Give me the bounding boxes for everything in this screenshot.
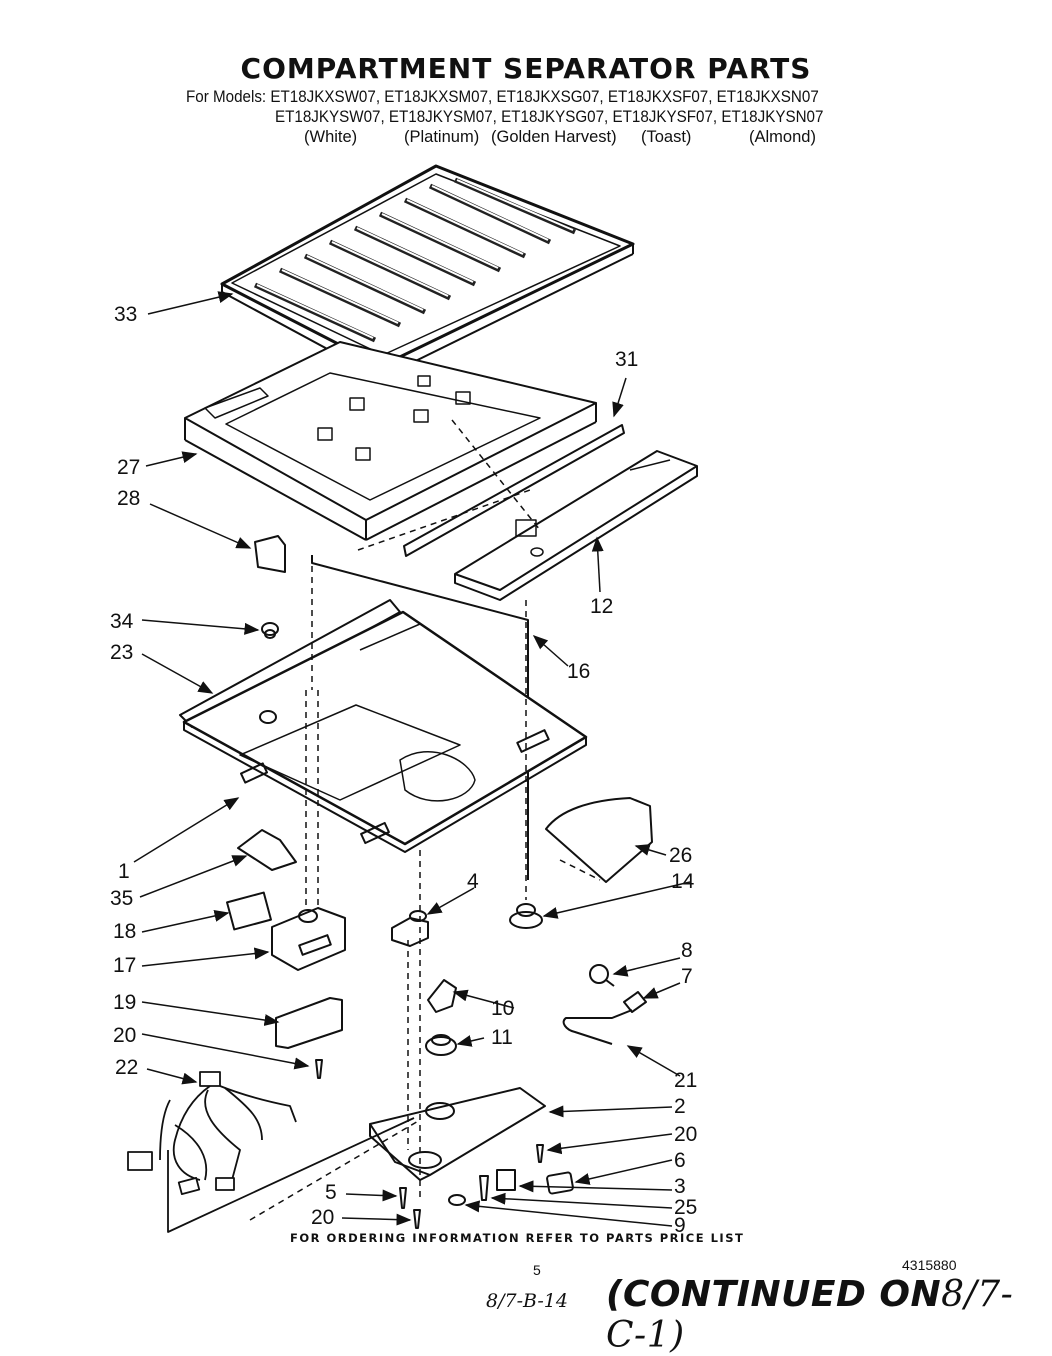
label-1: 1: [118, 860, 130, 883]
label-35: 35: [110, 887, 133, 910]
handwritten-ref: 8/7-B-14: [486, 1290, 568, 1312]
label-20-top: 20: [113, 1024, 136, 1047]
screw-5: [399, 1187, 407, 1209]
color-toast: (Toast): [641, 128, 692, 146]
grommet-34: [261, 622, 279, 639]
label-14: 14: [671, 870, 695, 893]
label-34: 34: [110, 610, 134, 633]
label-2: 2: [674, 1095, 686, 1118]
separator-cover-27: [184, 341, 597, 541]
page-title: COMPARTMENT SEPARATOR PARTS: [240, 52, 812, 85]
thermostat-10: [427, 979, 457, 1013]
label-4: 4: [467, 870, 479, 893]
label-16: 16: [567, 660, 590, 683]
color-white: (White): [304, 128, 358, 146]
shelf-grille-33: [220, 164, 635, 379]
screw-20a: [315, 1059, 323, 1079]
lens-18: [226, 891, 272, 931]
label-9: 9: [674, 1214, 686, 1237]
knob-11: [425, 1034, 457, 1056]
label-12: 12: [590, 595, 613, 618]
screw-20c: [413, 1209, 421, 1229]
harness-bracket: [167, 1117, 415, 1233]
control-19: [275, 997, 343, 1049]
label-25: 25: [674, 1196, 697, 1219]
page-number: 5: [533, 1262, 541, 1278]
label-18: 18: [113, 920, 136, 943]
continued-prefix: (CONTINUED ON: [606, 1274, 942, 1315]
label-23: 23: [110, 641, 133, 664]
separator-pan-1: [182, 610, 588, 853]
models-line-1: For Models: ET18JKXSW07, ET18JKXSM07, ET…: [186, 88, 819, 106]
wire-21: [562, 1009, 633, 1045]
color-platinum: (Platinum): [404, 128, 480, 146]
color-almond: (Almond): [749, 128, 816, 146]
rail-12: [454, 450, 698, 601]
label-27: 27: [117, 456, 140, 479]
socket-7: [623, 991, 647, 1013]
document-number: 4315880: [902, 1257, 957, 1273]
wire-harness-22: [127, 1071, 297, 1196]
label-7: 7: [681, 965, 693, 988]
switch-6: [546, 1171, 574, 1195]
insulation-26: [545, 797, 653, 883]
label-33: 33: [114, 303, 137, 326]
housing-17: [271, 907, 346, 971]
light-bulb-8: [589, 964, 615, 987]
label-11: 11: [491, 1026, 513, 1049]
label-28: 28: [117, 487, 140, 510]
label-21: 21: [674, 1069, 697, 1092]
continued-note: (CONTINUED ON8/7-C-1): [606, 1274, 1052, 1356]
label-10: 10: [491, 997, 514, 1020]
label-26: 26: [669, 844, 692, 867]
label-19: 19: [113, 991, 136, 1014]
label-5: 5: [325, 1181, 337, 1204]
color-golden-harvest: (Golden Harvest): [491, 128, 617, 146]
ordering-note: FOR ORDERING INFORMATION REFER TO PARTS …: [290, 1231, 745, 1245]
label-3: 3: [674, 1175, 686, 1198]
bumper-14: [509, 903, 543, 929]
knob-4: [391, 910, 429, 947]
screw-25: [479, 1175, 489, 1201]
clip-35: [237, 829, 297, 871]
alignment-lines: [249, 419, 601, 1221]
label-17: 17: [113, 954, 136, 977]
leader-arrows: [133, 291, 691, 1227]
label-31: 31: [615, 348, 638, 371]
switch-3: [496, 1169, 516, 1191]
label-20-bottom: 20: [311, 1206, 334, 1229]
part-labels: 33 31 27 28 12 34 23 16 1 26 35 14 4 18 …: [110, 303, 697, 1237]
label-20-right: 20: [674, 1123, 697, 1146]
label-8: 8: [681, 939, 693, 962]
label-6: 6: [674, 1149, 686, 1172]
models-line-2: ET18JKYSW07, ET18JKYSM07, ET18JKYSG07, E…: [275, 108, 824, 126]
washer-9: [448, 1194, 466, 1206]
label-22: 22: [115, 1056, 138, 1079]
strip-31: [403, 424, 625, 557]
screw-20b: [536, 1144, 544, 1163]
tray-2: [369, 1087, 546, 1181]
block-28: [254, 535, 286, 573]
